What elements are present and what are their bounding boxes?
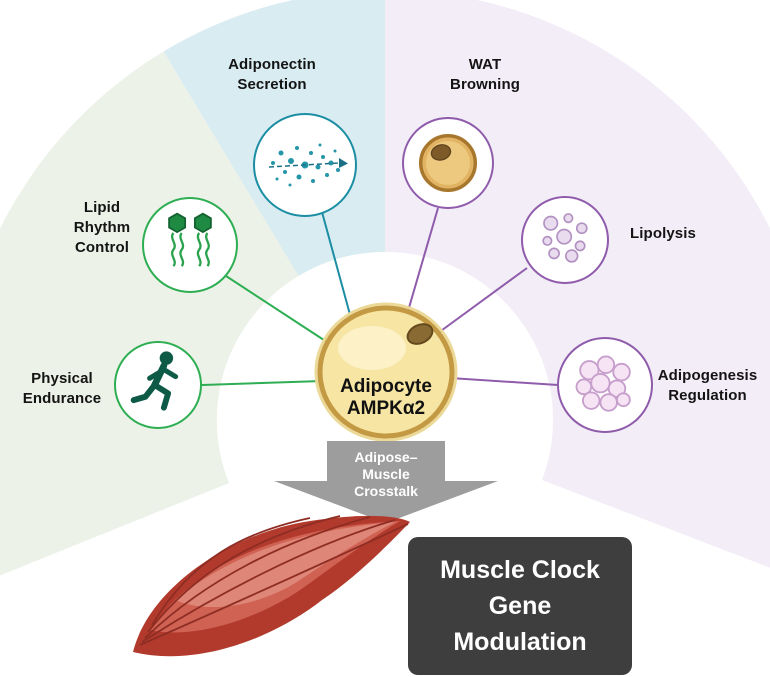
adipocyte-cell-icon	[314, 302, 458, 442]
label-line: Secretion	[237, 76, 307, 93]
adiponectin-secretion-label: Adiponectin Secretion	[187, 55, 357, 95]
arrow-line: Muscle	[362, 466, 410, 482]
label-line: Physical	[31, 370, 93, 387]
arrow-line: Adipose–	[354, 449, 418, 465]
center-node-label: Adipocyte AMPKα2	[316, 376, 456, 420]
wat-browning-node	[402, 117, 494, 209]
wat-browning-label: WAT Browning	[420, 55, 550, 95]
sector-green	[0, 51, 299, 576]
spoke-adiponectin	[321, 211, 353, 323]
crosstalk-arrow-label: Adipose– Muscle Crosstalk	[326, 449, 446, 500]
spoke-adipogenesis	[449, 377, 559, 386]
lipid-molecule-icon	[168, 212, 212, 267]
label-line: Regulation	[668, 387, 747, 404]
muscle-illustration	[133, 515, 410, 657]
spokes	[201, 207, 559, 386]
crosstalk-arrow	[274, 441, 498, 523]
label-line: Browning	[450, 76, 520, 93]
brown-adipocyte-icon	[418, 133, 478, 193]
adipogenesis-regulation-node	[557, 337, 653, 433]
spoke-lipolysis	[433, 267, 528, 337]
label-line: Lipolysis	[630, 225, 696, 242]
spoke-wat-browning	[405, 207, 439, 319]
box-line: Muscle Clock	[440, 556, 600, 584]
lipid-rhythm-control-node	[142, 197, 238, 293]
cell-cluster-icon	[575, 355, 631, 412]
adipogenesis-regulation-label: Adipogenesis Regulation	[645, 366, 770, 406]
muscle-clock-gene-modulation-box: Muscle Clock Gene Modulation	[408, 537, 632, 675]
label-line: Control	[74, 239, 130, 256]
spoke-endurance	[201, 380, 323, 386]
box-line: Gene	[488, 592, 552, 620]
physical-endurance-label: Physical Endurance	[8, 369, 116, 409]
label-line: Endurance	[22, 390, 102, 407]
lipolysis-label: Lipolysis	[613, 224, 713, 244]
adiponectin-secretion-node	[253, 113, 357, 217]
label-line: WAT	[468, 56, 502, 73]
physical-endurance-node	[114, 341, 202, 429]
label-line: Rhythm	[73, 219, 131, 236]
label-line: Lipid	[83, 199, 121, 216]
runner-icon	[130, 351, 179, 411]
label-line: Adipogenesis	[657, 367, 758, 384]
lipolysis-node	[521, 196, 609, 284]
center-label-line2: AMPKα2	[346, 398, 426, 419]
lipid-rhythm-control-label: Lipid Rhythm Control	[52, 198, 152, 258]
center-label-line1: Adipocyte	[340, 376, 432, 397]
label-line: Adiponectin	[228, 56, 316, 73]
box-line: Modulation	[453, 628, 587, 656]
arrow-line: Crosstalk	[354, 483, 418, 499]
spoke-lipid-rhythm	[225, 275, 331, 345]
lipid-droplets-icon	[542, 213, 588, 263]
adiponectin-dots-icon	[268, 143, 348, 187]
